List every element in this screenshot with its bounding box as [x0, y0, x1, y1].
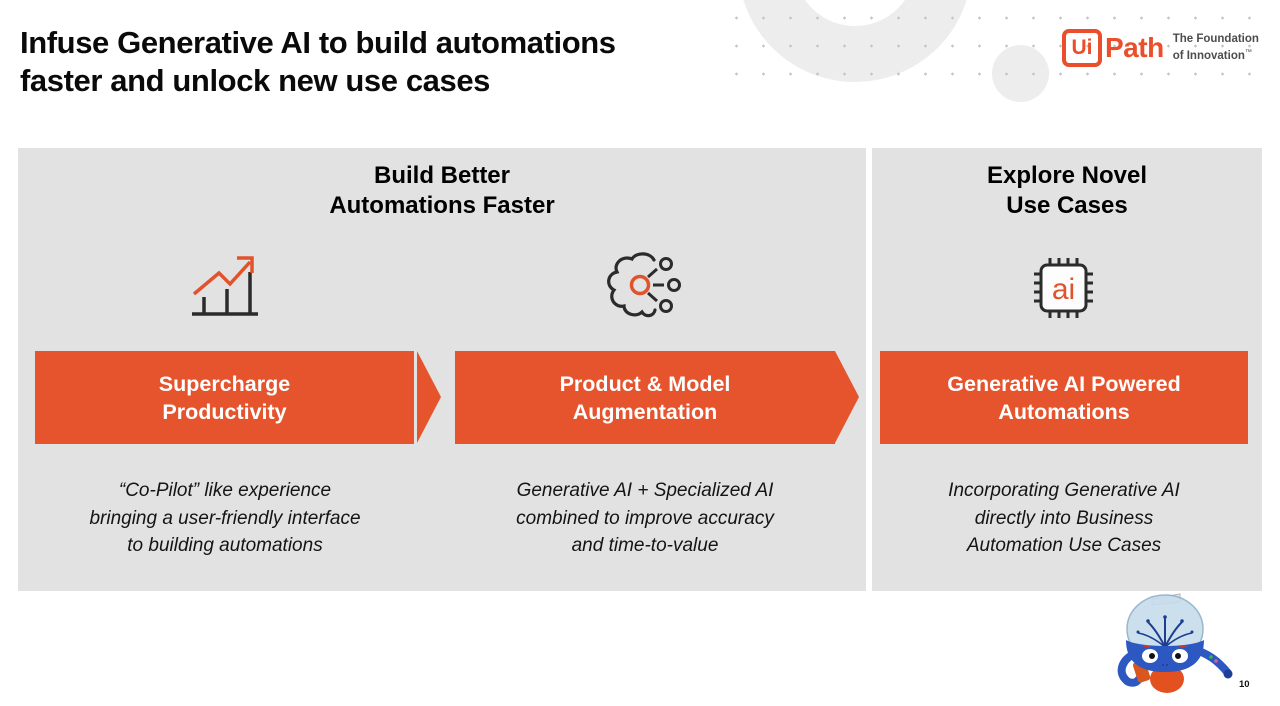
desc3-line1: Incorporating Generative AI	[948, 480, 1180, 501]
desc3-line3: Automation Use Cases	[966, 535, 1162, 556]
desc1-line1: “Co-Pilot” like experience	[118, 480, 332, 501]
trademark-symbol: ™	[1244, 49, 1252, 57]
uipath-logo: Ui Path The Foundation of Innovation™	[1062, 29, 1259, 67]
desc2-line1: Generative AI + Specialized AI	[516, 480, 774, 501]
desc2-line2: combined to improve accuracy	[516, 507, 774, 529]
ml-network-icon	[585, 246, 705, 330]
logo-tagline: The Foundation of Innovation™	[1173, 33, 1259, 63]
chip-ai-label: ai	[1052, 273, 1075, 306]
banner3-line2: Automations	[998, 399, 1130, 424]
banner-product-model-augmentation: Product & Model Augmentation	[455, 351, 835, 444]
desc1-line3: to building automations	[127, 535, 323, 556]
logo-tagline-line2: of Innovation	[1172, 49, 1245, 62]
desc3-line2: directly into Business	[974, 507, 1154, 529]
slide-title-line1: Infuse Generative AI to build automation…	[20, 25, 616, 60]
arrow-head-1	[417, 351, 441, 443]
logo-tagline-line1: The Foundation	[1172, 33, 1259, 46]
uipath-logo-icon: Ui	[1062, 29, 1102, 67]
right-panel-heading-line1: Explore Novel	[986, 162, 1148, 189]
uipath-logo-wordmark: Path	[1105, 32, 1164, 63]
right-panel-heading: Explore Novel Use Cases	[872, 161, 1262, 221]
banner1-line2: Productivity	[162, 399, 287, 424]
arrow-head-2	[835, 351, 859, 443]
banner2-line2: Augmentation	[572, 399, 718, 424]
left-panel-heading: Build Better Automations Faster	[18, 161, 866, 221]
desc1-line2: bringing a user-friendly interface	[89, 507, 361, 529]
desc2-line3: and time-to-value	[571, 535, 719, 556]
growth-chart-icon	[165, 246, 285, 330]
right-panel-heading-line2: Use Cases	[1006, 192, 1128, 219]
mascot-robot	[1092, 591, 1237, 701]
slide-title: Infuse Generative AI to build automation…	[20, 24, 616, 100]
ai-chip-icon: ai	[1004, 246, 1124, 330]
banner-supercharge-productivity: Supercharge Productivity	[35, 351, 414, 444]
page-number: 10	[1239, 679, 1250, 690]
left-panel-heading-line2: Automations Faster	[329, 192, 555, 219]
banner1-line1: Supercharge	[158, 371, 291, 396]
decor-dot-grid	[723, 4, 1275, 88]
slide-title-line2: faster and unlock new use cases	[20, 63, 491, 98]
left-panel-heading-line1: Build Better	[373, 162, 510, 189]
banner3-line1: Generative AI Powered	[947, 371, 1181, 396]
description-supercharge: “Co-Pilot” like experience bringing a us…	[35, 477, 415, 560]
banner2-line1: Product & Model	[559, 371, 731, 396]
description-novel-use-cases: Incorporating Generative AI directly int…	[880, 477, 1248, 560]
description-augmentation: Generative AI + Specialized AI combined …	[455, 477, 835, 560]
banner-genai-powered-automations: Generative AI Powered Automations	[880, 351, 1248, 444]
